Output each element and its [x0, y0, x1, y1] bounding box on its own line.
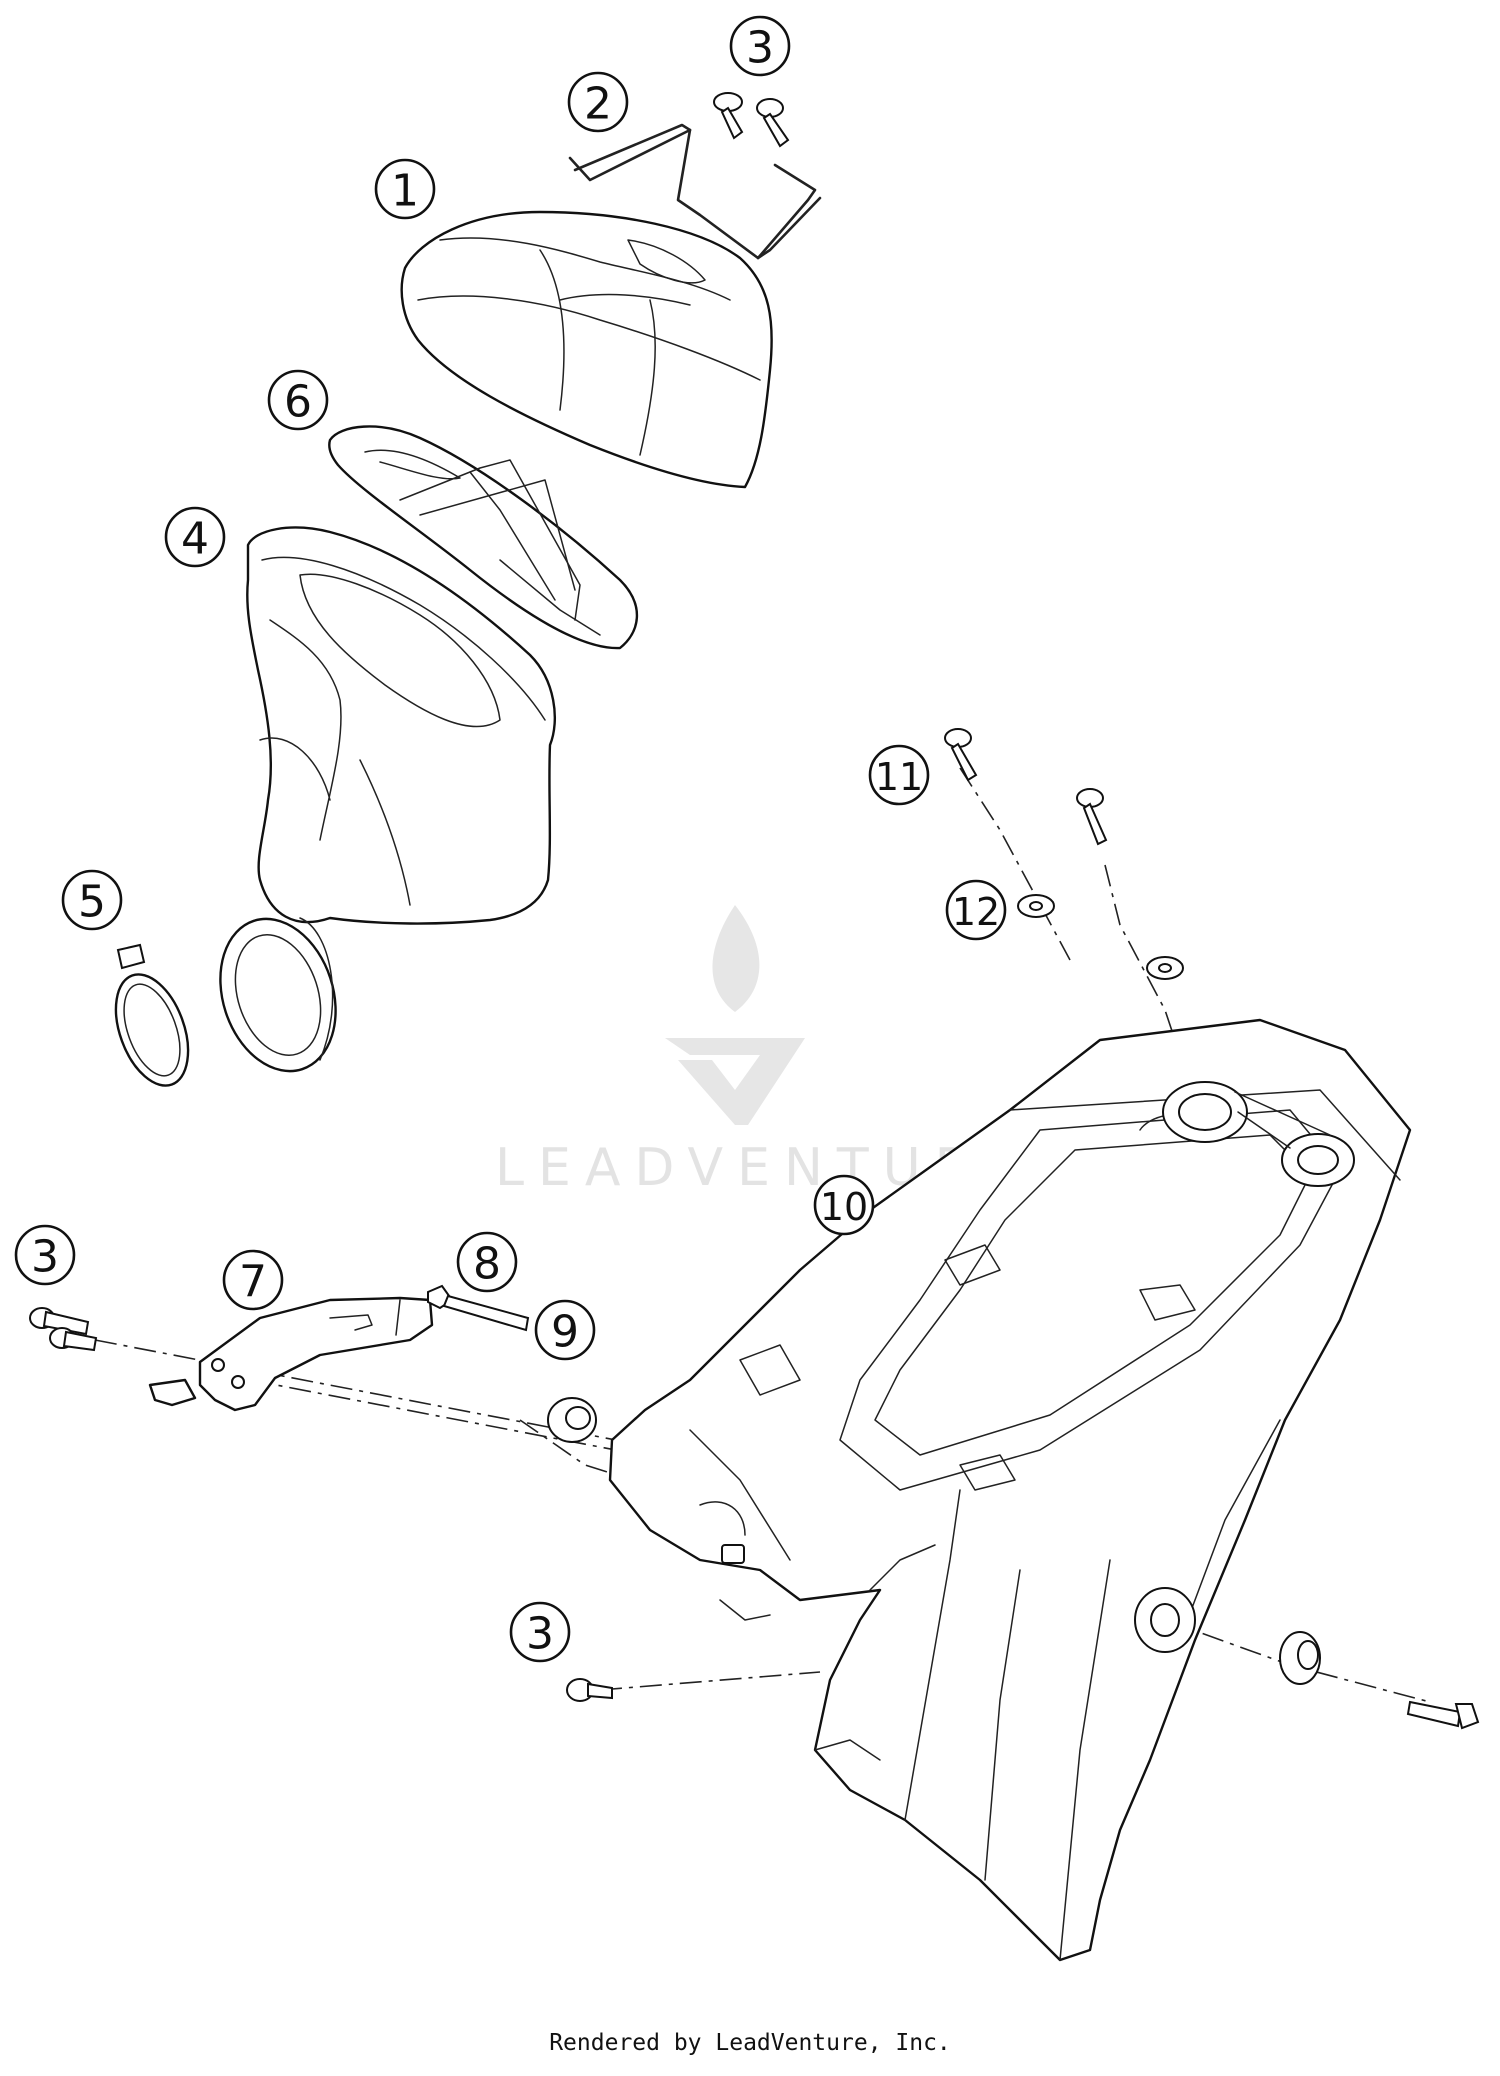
callout-9: 9 [534, 1299, 596, 1361]
part-intake-boot [219, 526, 556, 1073]
callout-2-label: 2 [584, 79, 612, 130]
part-screws-11 [944, 728, 1108, 846]
part-air-filter-cover [400, 210, 773, 489]
callout-7: 7 [222, 1249, 284, 1311]
callout-5: 5 [61, 869, 123, 931]
callout-4: 4 [164, 506, 226, 568]
part-filter-cage [328, 425, 639, 650]
part-retaining-clip [568, 123, 822, 260]
callout-12: 12 [945, 879, 1007, 941]
callout-3-left-label: 3 [31, 1232, 59, 1283]
callout-8: 8 [456, 1231, 518, 1293]
part-bracket [148, 1296, 434, 1412]
leader-line [1104, 864, 1176, 1041]
callout-2: 2 [567, 71, 629, 133]
part-side-grommet-bolt [1279, 1631, 1480, 1730]
leader-line [599, 1671, 821, 1691]
callout-3-top: 3 [729, 15, 791, 77]
callout-6: 6 [267, 369, 329, 431]
callout-7-label: 7 [239, 1257, 267, 1308]
callout-5-label: 5 [78, 877, 106, 928]
callout-3-top-label: 3 [746, 23, 774, 74]
part-screws-top [713, 92, 790, 148]
callout-1: 1 [374, 158, 436, 220]
callout-11-label: 11 [875, 755, 923, 799]
part-screw-bottom [566, 1678, 613, 1702]
callout-10-label: 10 [820, 1185, 868, 1229]
part-bolt-8 [427, 1284, 530, 1332]
leader-line [959, 767, 1071, 961]
callout-3-bottom: 3 [509, 1601, 571, 1663]
watermark-v-logo-icon [665, 1038, 805, 1125]
callout-4-label: 4 [181, 514, 209, 565]
callout-1-label: 1 [391, 166, 419, 217]
part-washers-12 [1017, 894, 1184, 980]
callout-3-bottom-label: 3 [526, 1609, 554, 1660]
callout-6-label: 6 [284, 377, 312, 428]
footer-credit: Rendered by LeadVenture, Inc. [549, 2030, 951, 2056]
part-grommet-9 [547, 1397, 597, 1443]
callout-11: 11 [868, 744, 930, 806]
callout-10: 10 [813, 1174, 875, 1236]
callout-3-left: 3 [14, 1224, 76, 1286]
callout-9-label: 9 [551, 1307, 579, 1358]
part-hose-clamp [114, 943, 190, 1087]
watermark-flame-icon [712, 905, 760, 1012]
part-screws-left [29, 1307, 98, 1352]
callout-12-label: 12 [952, 890, 1000, 934]
part-air-filter-box [608, 1018, 1412, 1962]
callout-8-label: 8 [473, 1239, 501, 1290]
